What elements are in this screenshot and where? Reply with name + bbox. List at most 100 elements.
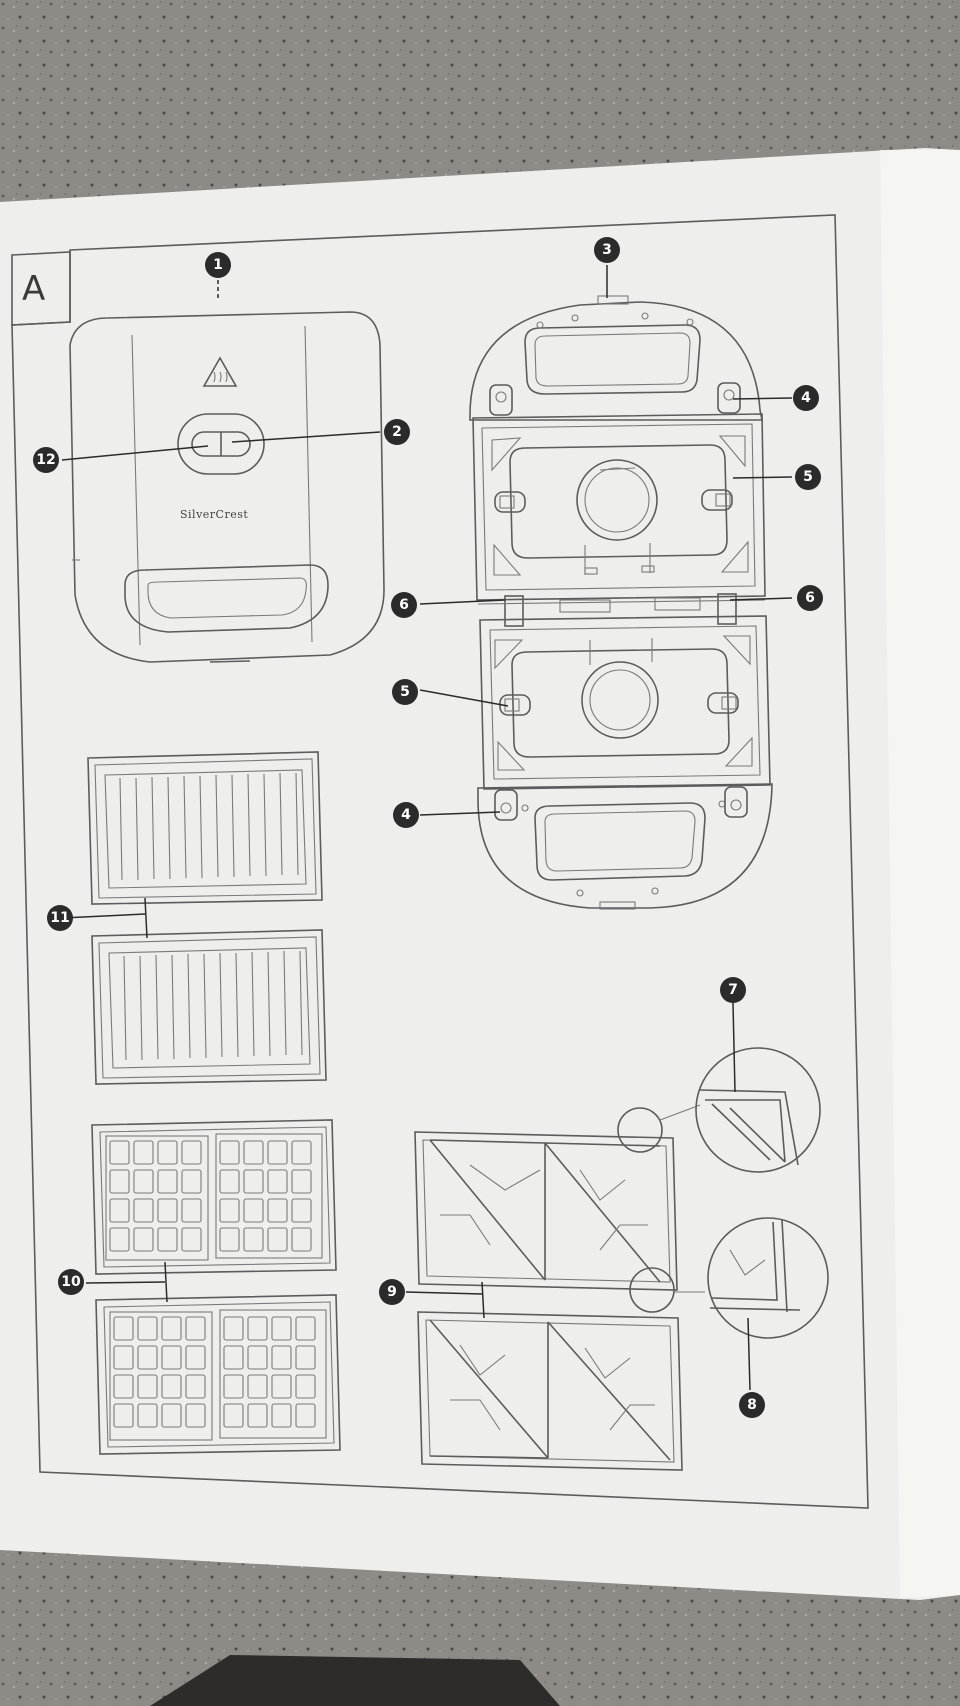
- waffle-cell: [295, 1403, 316, 1428]
- callout-3: 3: [594, 237, 620, 263]
- waffle-cell: [247, 1374, 268, 1399]
- waffle-plate-bottom: [95, 1294, 341, 1455]
- waffle-cell: [157, 1227, 178, 1252]
- callout-4-lower: 4: [393, 802, 419, 828]
- waffle-cell: [243, 1140, 264, 1165]
- waffle-cell: [109, 1227, 130, 1252]
- waffle-cell: [271, 1345, 292, 1370]
- callout-6-left-label: 6: [399, 597, 409, 613]
- waffle-cell: [161, 1403, 182, 1428]
- waffle-cell: [295, 1316, 316, 1341]
- hinge: [477, 593, 766, 627]
- callout-12: 12: [33, 447, 59, 473]
- bottom-housing: [477, 783, 773, 910]
- waffle-cell: [243, 1227, 264, 1252]
- callout-6-right-label: 6: [805, 590, 815, 606]
- waffle-cell: [271, 1374, 292, 1399]
- grill-plates: [87, 751, 327, 1085]
- callout-4-upper-label: 4: [801, 390, 811, 406]
- top-housing: [469, 295, 763, 421]
- waffle-cell: [267, 1140, 288, 1165]
- waffle-cell: [181, 1140, 202, 1165]
- callout-9-label: 9: [387, 1284, 397, 1300]
- lower-heating-plate: [479, 615, 771, 790]
- waffle-cell: [271, 1316, 292, 1341]
- waffle-cell: [223, 1374, 244, 1399]
- waffle-cell: [247, 1345, 268, 1370]
- waffle-cell: [247, 1316, 268, 1341]
- waffle-cell: [223, 1316, 244, 1341]
- callout-11-label: 11: [50, 910, 69, 926]
- waffle-cell: [137, 1316, 158, 1341]
- upper-heating-plate: [472, 413, 766, 601]
- waffle-cell: [291, 1227, 312, 1252]
- sandwich-plate-top: [414, 1131, 678, 1291]
- waffle-cell: [291, 1169, 312, 1194]
- waffle-cell: [109, 1140, 130, 1165]
- waffle-cell: [133, 1227, 154, 1252]
- paper-sheet: [0, 148, 960, 1600]
- dark-object: [150, 1655, 560, 1706]
- waffle-cell: [185, 1403, 206, 1428]
- callout-1: 1: [205, 252, 231, 278]
- waffle-cell: [137, 1403, 158, 1428]
- callout-8-label: 8: [747, 1397, 757, 1413]
- waffle-cell: [157, 1140, 178, 1165]
- callout-7: 7: [720, 977, 746, 1003]
- waffle-cell: [223, 1345, 244, 1370]
- waffle-cell: [185, 1374, 206, 1399]
- waffle-cell: [157, 1198, 178, 1223]
- waffle-cell: [133, 1198, 154, 1223]
- waffle-grid: [113, 1316, 316, 1428]
- waffle-cell: [219, 1169, 240, 1194]
- waffle-cell: [113, 1345, 134, 1370]
- detail-magnifier-8: [629, 1217, 829, 1339]
- hot-surface-icon: [202, 356, 238, 387]
- callout-2: 2: [384, 419, 410, 445]
- waffle-cell: [157, 1169, 178, 1194]
- waffle-cell: [219, 1140, 240, 1165]
- callout-11: 11: [47, 905, 73, 931]
- waffle-cell: [181, 1227, 202, 1252]
- callout-5-upper-label: 5: [803, 469, 813, 485]
- closed-handle: [124, 564, 329, 633]
- callout-12-label: 12: [36, 452, 55, 468]
- indicator-lights: [177, 413, 265, 475]
- waffle-cell: [109, 1198, 130, 1223]
- waffle-cell: [181, 1169, 202, 1194]
- callout-4-lower-label: 4: [401, 807, 411, 823]
- waffle-cell: [267, 1169, 288, 1194]
- waffle-cell: [109, 1169, 130, 1194]
- leader-lines: [61, 265, 793, 1391]
- callout-6-left: 6: [391, 592, 417, 618]
- callout-2-label: 2: [392, 424, 402, 440]
- waffle-cell: [243, 1169, 264, 1194]
- waffle-plates: [91, 1119, 341, 1455]
- waffle-cell: [113, 1403, 134, 1428]
- sandwich-plate-bottom: [417, 1311, 683, 1471]
- waffle-cell: [161, 1374, 182, 1399]
- callout-8: 8: [739, 1392, 765, 1418]
- paper-shadow: [880, 150, 960, 1598]
- callout-10: 10: [58, 1269, 84, 1295]
- waffle-cell: [219, 1227, 240, 1252]
- waffle-cell: [291, 1140, 312, 1165]
- waffle-cell: [181, 1198, 202, 1223]
- waffle-cell: [243, 1198, 264, 1223]
- waffle-cell: [113, 1316, 134, 1341]
- appliance-closed: SilverCrest: [69, 311, 385, 663]
- waffle-cell: [295, 1374, 316, 1399]
- callout-6-right: 6: [797, 585, 823, 611]
- detail-magnifier-7: [617, 1047, 821, 1173]
- waffle-cell: [113, 1374, 134, 1399]
- waffle-cell: [161, 1345, 182, 1370]
- waffle-cell: [137, 1374, 158, 1399]
- waffle-cell: [185, 1345, 206, 1370]
- panel-frame: A: [11, 214, 869, 1509]
- waffle-plate-top: [91, 1119, 337, 1275]
- callout-10-label: 10: [61, 1274, 81, 1290]
- waffle-cell: [137, 1345, 158, 1370]
- panel-label: A: [22, 269, 45, 309]
- waffle-cell: [133, 1169, 154, 1194]
